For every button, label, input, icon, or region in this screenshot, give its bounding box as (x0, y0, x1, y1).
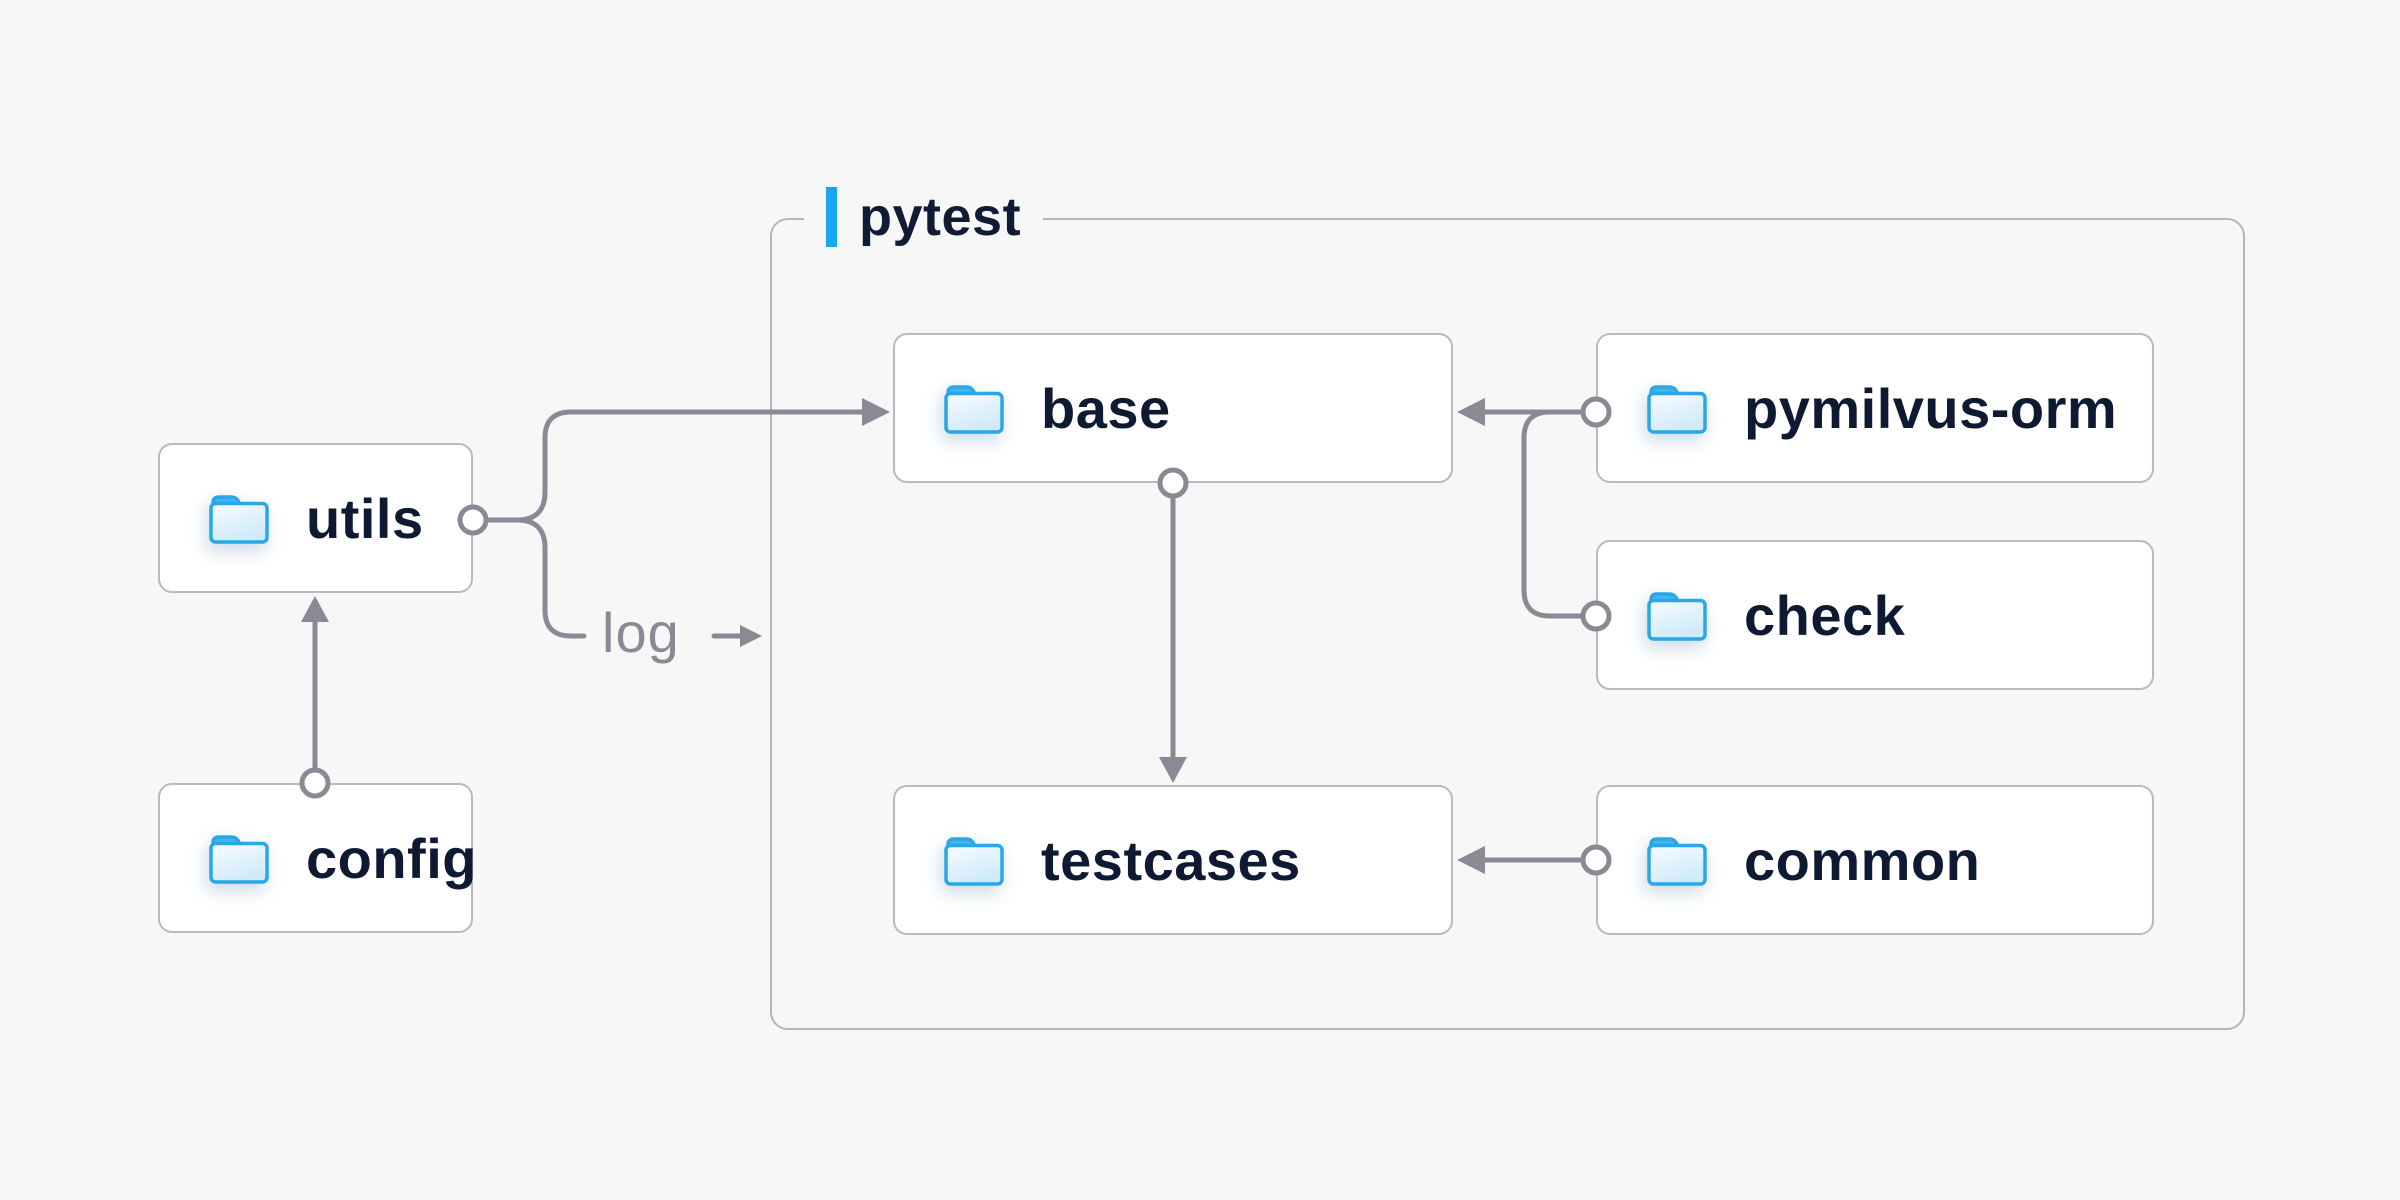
node-label: config (306, 826, 477, 890)
node-utils: utils (158, 443, 473, 593)
node-label: check (1744, 583, 1906, 647)
arrowhead-config-utils (301, 596, 329, 622)
edge-utils-log-line (484, 517, 587, 639)
folder-icon (941, 380, 1007, 436)
folder-icon (1644, 587, 1710, 643)
node-check: check (1596, 540, 2154, 690)
arrowhead-log (740, 625, 762, 647)
folder-icon (1644, 380, 1710, 436)
folder-icon (941, 832, 1007, 888)
node-label: base (1041, 376, 1171, 440)
node-label: utils (306, 486, 424, 550)
pytest-group-label: pytest (804, 184, 1044, 250)
node-testcases: testcases (893, 785, 1453, 935)
node-config: config (158, 783, 476, 933)
folder-icon (206, 490, 272, 546)
node-pymilvus-orm: pymilvus-orm (1596, 333, 2154, 483)
folder-icon (1644, 832, 1710, 888)
node-label: pymilvus-orm (1744, 376, 2118, 440)
node-base: base (893, 333, 1453, 483)
group-title: pytest (859, 187, 1022, 247)
pytest-group-container (770, 218, 2245, 1030)
accent-bar (826, 187, 837, 247)
node-common: common (1596, 785, 2154, 935)
folder-icon (206, 830, 272, 886)
node-label: testcases (1041, 828, 1301, 892)
node-label: common (1744, 828, 1981, 892)
log-label: log (602, 601, 680, 664)
